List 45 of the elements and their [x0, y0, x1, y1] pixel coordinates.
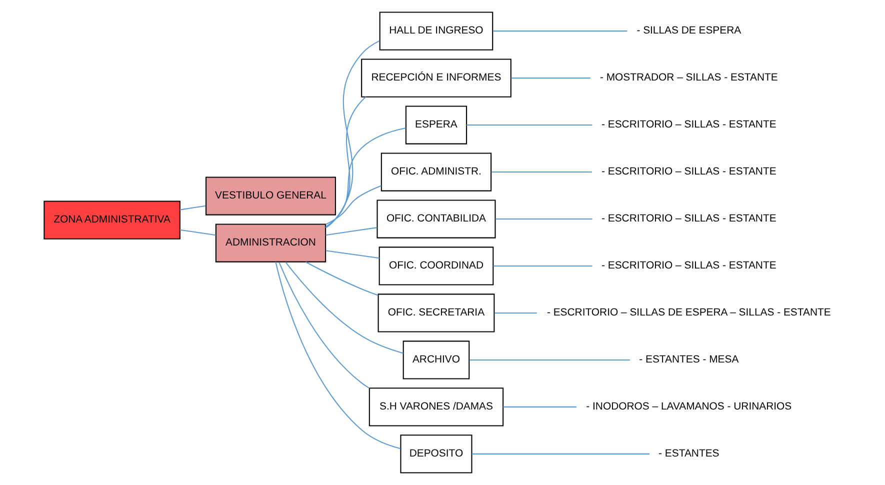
connector	[470, 359, 630, 360]
node-box: ZONA ADMINISTRATIVA	[44, 200, 180, 240]
node-box: OFIC. ADMINISTR.	[380, 152, 492, 192]
connector	[326, 227, 378, 236]
connector	[275, 262, 401, 450]
connector	[325, 96, 366, 228]
node-box: ARCHIVO	[402, 340, 470, 380]
connector	[306, 262, 378, 296]
node-text: - ESCRITORIO – SILLAS - ESTANTE	[602, 120, 776, 131]
node-text: - INODOROS – LAVAMANOS - URINARIOS	[586, 402, 792, 413]
connector	[180, 205, 206, 210]
connector	[325, 185, 382, 225]
node-text: - ESCRITORIO – SILLAS - ESTANTE	[602, 166, 776, 178]
connector	[492, 30, 628, 32]
node-text: - ESCRITORIO – SILLAS - ESTANTE	[602, 260, 776, 272]
connector	[285, 262, 404, 354]
node-box: ADMINISTRACION	[215, 224, 326, 262]
node-text: - ESCRITORIO – SILLAS DE ESPERA – SILLAS - ESTANTE	[546, 308, 831, 319]
node-text: - ESTANTES - MESA	[639, 354, 739, 366]
node-box: DEPOSITO	[400, 434, 472, 474]
node-box: RECEPCIÓN E INFORMES	[361, 58, 512, 98]
connector	[493, 265, 592, 267]
node-text: - MOSTRADOR – SILLAS - ESTANTE	[600, 72, 778, 84]
node-box: VESTIBULO GENERAL	[205, 176, 336, 216]
node-box: S.H VARONES /DAMAS	[368, 388, 504, 426]
connector	[494, 312, 537, 314]
node-box: HALL DE INGRESO	[379, 12, 494, 50]
connector	[491, 172, 592, 173]
connector	[278, 262, 370, 389]
connector	[326, 250, 380, 259]
node-text: - SILLAS DE ESPERA	[636, 26, 742, 37]
node-text: - ESTANTES	[658, 448, 720, 460]
node-box: ESPERA	[405, 106, 468, 144]
connector	[466, 124, 592, 126]
connector	[180, 229, 216, 236]
connector	[511, 78, 590, 79]
connector	[472, 453, 650, 454]
node-box: OFIC. COORDINAD	[378, 246, 494, 286]
connector	[325, 128, 406, 228]
connector	[503, 406, 576, 408]
connector	[326, 40, 380, 228]
connector	[495, 218, 592, 220]
node-box: OFIC. CONTABILIDA	[376, 200, 496, 238]
node-text: - ESCRITORIO – SILLAS - ESTANTE	[602, 214, 776, 225]
node-box: OFIC. SECRETARIA	[378, 294, 495, 332]
